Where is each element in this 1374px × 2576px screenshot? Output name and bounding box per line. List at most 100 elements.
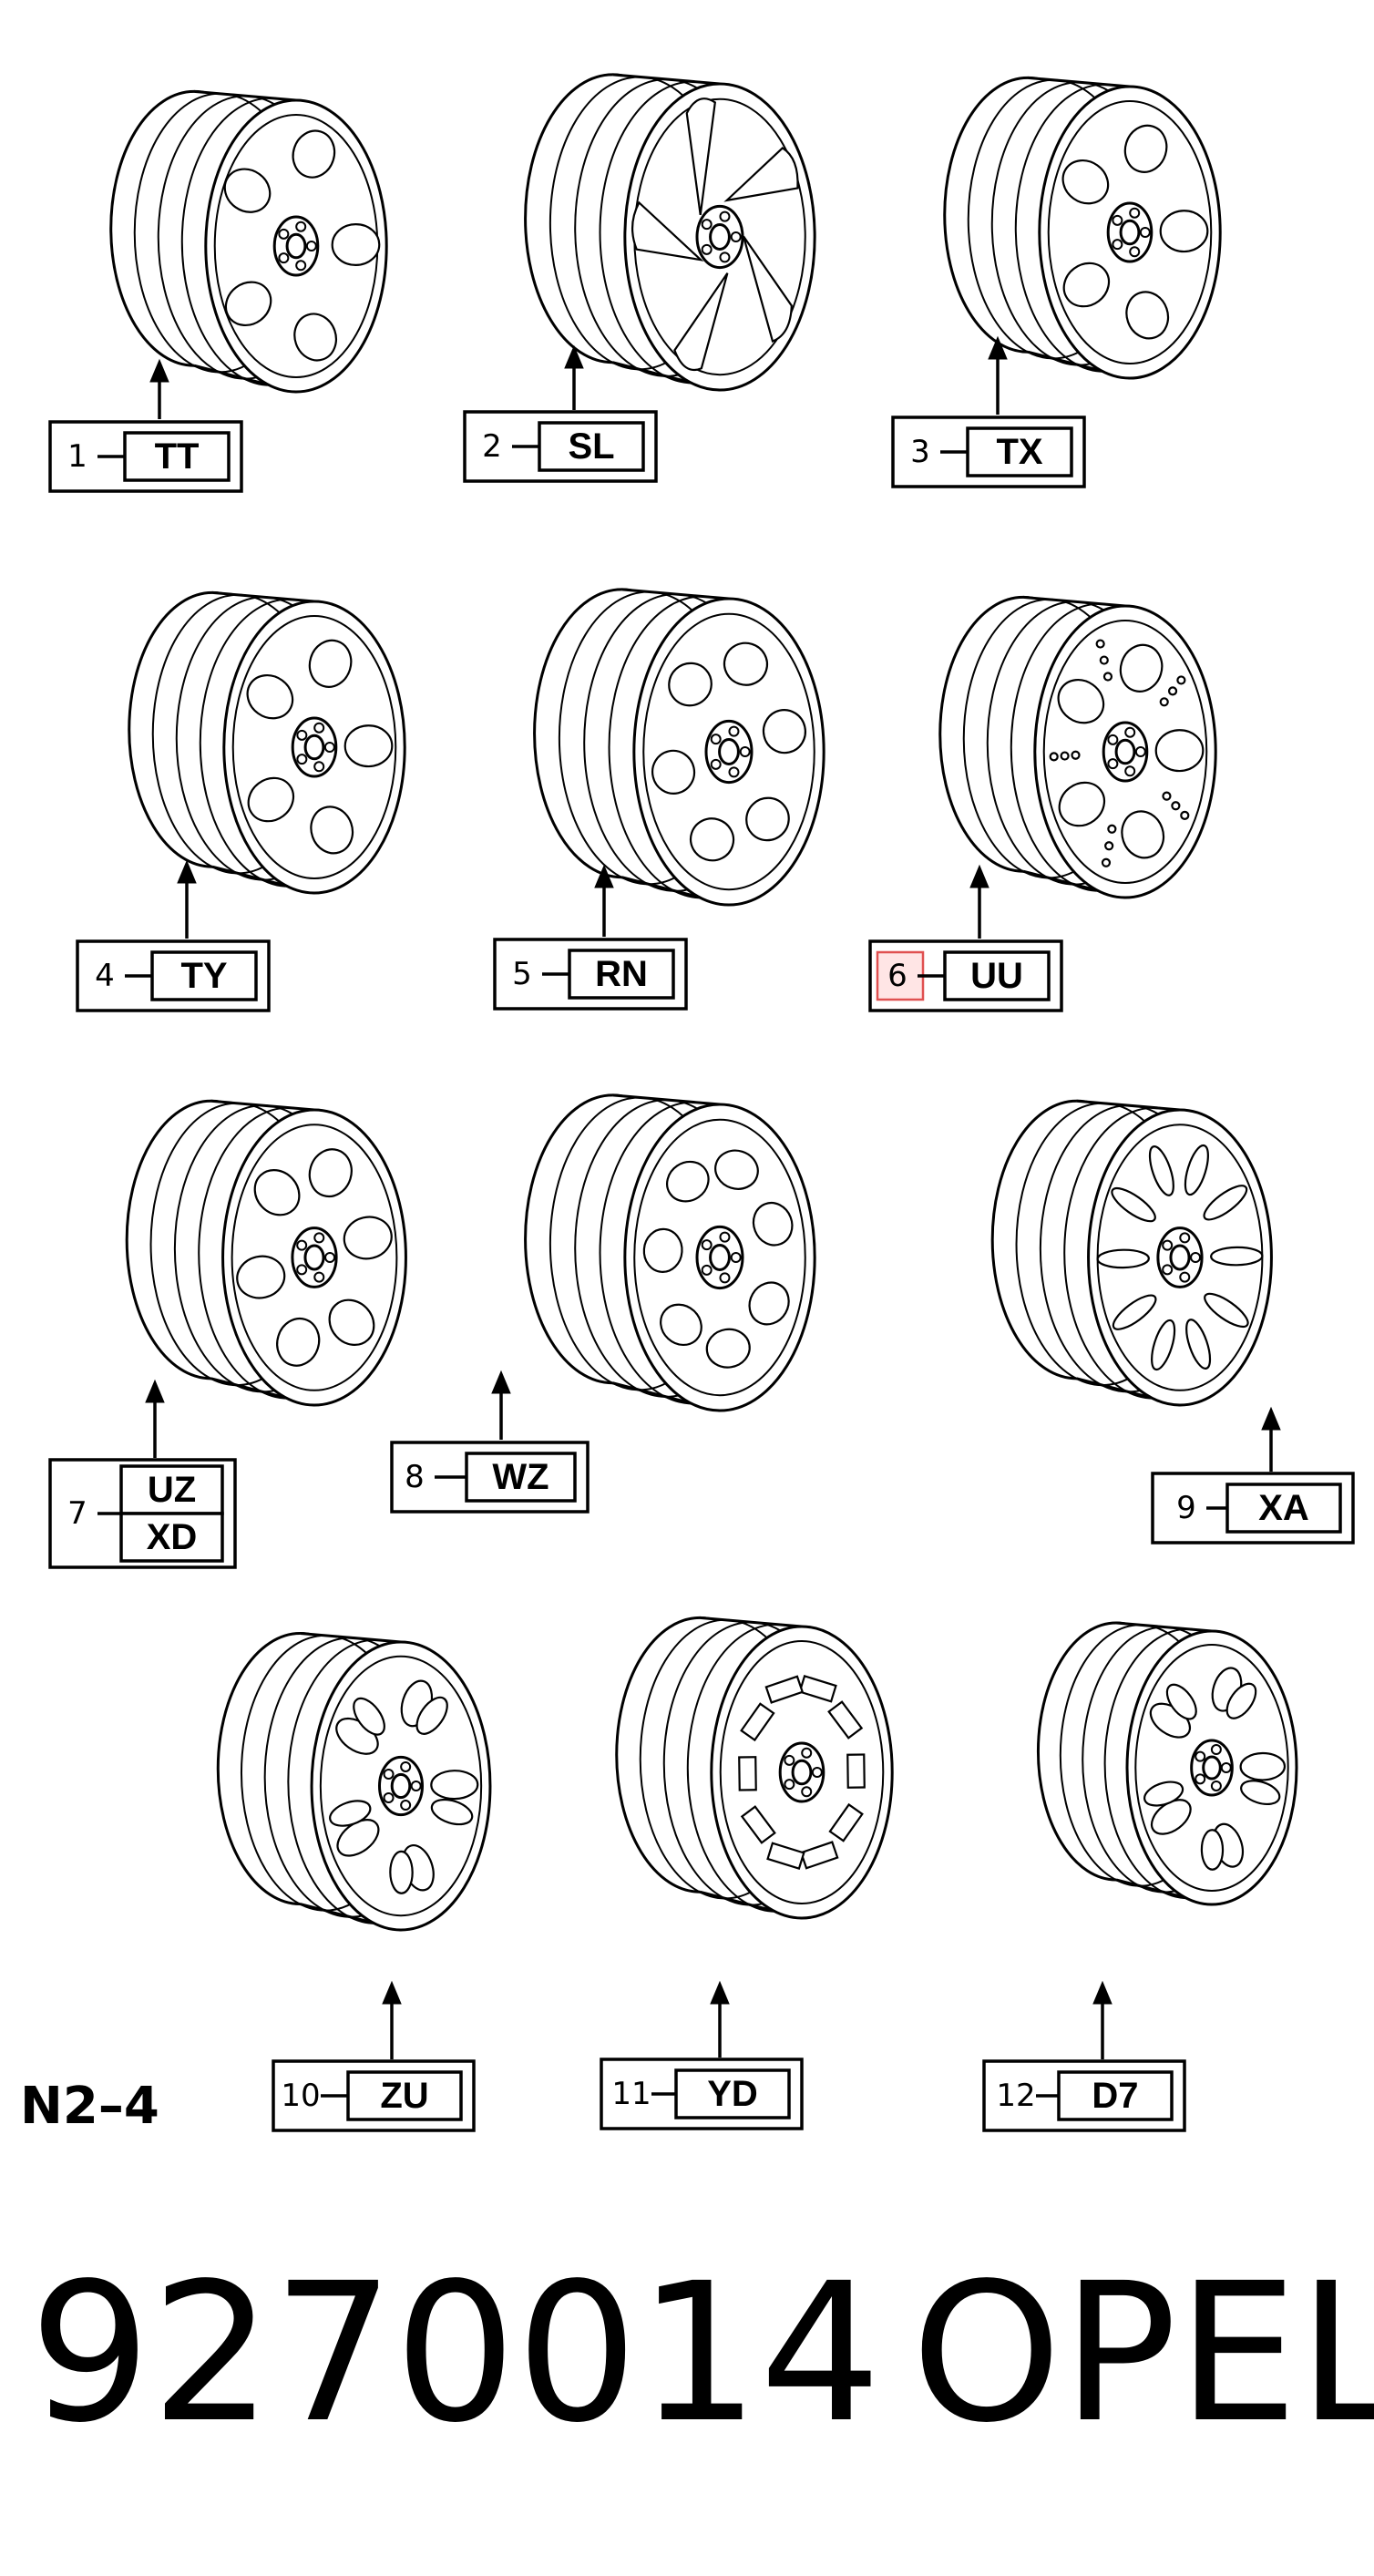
spoke-window <box>1061 159 1110 205</box>
spoke-window <box>236 1255 286 1299</box>
hub <box>1102 721 1149 783</box>
arrow-head-icon <box>969 864 989 888</box>
vent-dot <box>1104 841 1114 851</box>
arrow-head-icon <box>491 1370 511 1394</box>
spoke-window <box>1239 1751 1287 1781</box>
rim-lip <box>1134 1644 1289 1892</box>
spoke-window <box>764 1675 805 1704</box>
item-number: 3 <box>910 434 930 470</box>
item-number: 6 <box>887 958 907 994</box>
spoke-window <box>1203 1185 1248 1221</box>
lug-hole <box>296 1239 308 1251</box>
spoke-window <box>1240 1780 1281 1806</box>
lug-hole <box>1107 734 1119 745</box>
arrow-head-icon <box>988 335 1008 360</box>
lug-hole <box>730 1252 742 1263</box>
hub <box>291 1226 338 1288</box>
vent-dot <box>1159 697 1169 707</box>
wheel-12 <box>1036 1621 1298 1906</box>
code-box <box>674 2068 791 2119</box>
lug-hole <box>801 1747 813 1759</box>
lug-hole <box>1210 1780 1222 1791</box>
vent-dot <box>1071 750 1081 760</box>
lug-hole <box>1179 1232 1191 1244</box>
callout-6: 6 UU <box>868 864 1063 1012</box>
spoke-window <box>1185 1319 1212 1370</box>
option-code: UU <box>970 956 1023 996</box>
spoke-window <box>1058 781 1106 827</box>
wheel-5 <box>533 588 825 907</box>
item-number: 8 <box>405 1459 425 1495</box>
option-code: XA <box>1258 1488 1309 1528</box>
spoke-window <box>1111 1186 1156 1223</box>
spoke-window <box>328 1298 375 1346</box>
spoke-window <box>660 1303 702 1347</box>
spoke-window <box>1123 124 1168 173</box>
lug-hole <box>1195 1750 1206 1762</box>
lug-hole <box>313 761 325 773</box>
lug-hole <box>1220 1762 1232 1773</box>
item-number: 2 <box>482 428 502 465</box>
lug-hole <box>710 734 722 745</box>
spoke-window <box>1121 810 1165 859</box>
part-number: 9270014 <box>29 2242 881 2465</box>
lug-hole <box>410 1781 422 1791</box>
spoke-window <box>343 1216 393 1260</box>
hub <box>291 716 338 778</box>
vent-dot <box>1180 810 1190 820</box>
wheel-drawings <box>109 73 1298 1932</box>
center-bore <box>709 223 731 251</box>
spoke-window <box>293 313 337 362</box>
spoke-window <box>1184 1144 1209 1196</box>
spoke-window <box>846 1753 866 1789</box>
wheel-10 <box>216 1632 492 1932</box>
lug-hole <box>324 1252 336 1263</box>
spoke-window <box>827 1700 864 1740</box>
option-code: XD <box>147 1517 198 1557</box>
vent-dot <box>1101 857 1112 867</box>
lug-hole <box>1129 246 1141 258</box>
vent-dot <box>1162 791 1172 801</box>
spoke-window <box>689 817 735 862</box>
option-code: RN <box>595 954 648 994</box>
spoke-window <box>668 662 713 707</box>
wheel-6 <box>938 595 1217 899</box>
hub <box>272 215 320 277</box>
center-bore <box>1119 219 1141 246</box>
section-label: N2–4 <box>20 2077 159 2136</box>
code-box <box>966 426 1073 477</box>
hub <box>1106 201 1154 263</box>
vent-dot <box>1049 752 1059 762</box>
lug-hole <box>313 1271 325 1283</box>
wheel-11 <box>615 1616 894 1920</box>
rim-lip <box>719 1640 885 1904</box>
code-box <box>943 950 1051 1001</box>
rim-lip <box>1042 620 1208 884</box>
item-number: 10 <box>281 2078 320 2114</box>
spoke-window <box>1119 643 1164 693</box>
lug-hole <box>1195 1773 1206 1785</box>
spoke-window <box>723 641 769 686</box>
center-bore <box>709 1244 731 1271</box>
center-bore <box>303 1244 325 1271</box>
item-number: 4 <box>95 958 115 994</box>
lug-hole <box>701 1239 713 1251</box>
lug-hole <box>719 251 731 263</box>
center-bore <box>791 1759 813 1786</box>
code-box <box>1225 1483 1342 1534</box>
spoke-window <box>292 129 336 179</box>
spoke-window <box>247 776 295 823</box>
lug-hole <box>305 241 317 251</box>
lug-hole <box>1162 1264 1174 1276</box>
rim-front <box>221 1108 407 1407</box>
spoke-window <box>1143 1781 1184 1807</box>
vent-dot <box>1099 655 1109 665</box>
hub <box>377 1755 425 1817</box>
brand-name: OPEL <box>911 2242 1374 2465</box>
